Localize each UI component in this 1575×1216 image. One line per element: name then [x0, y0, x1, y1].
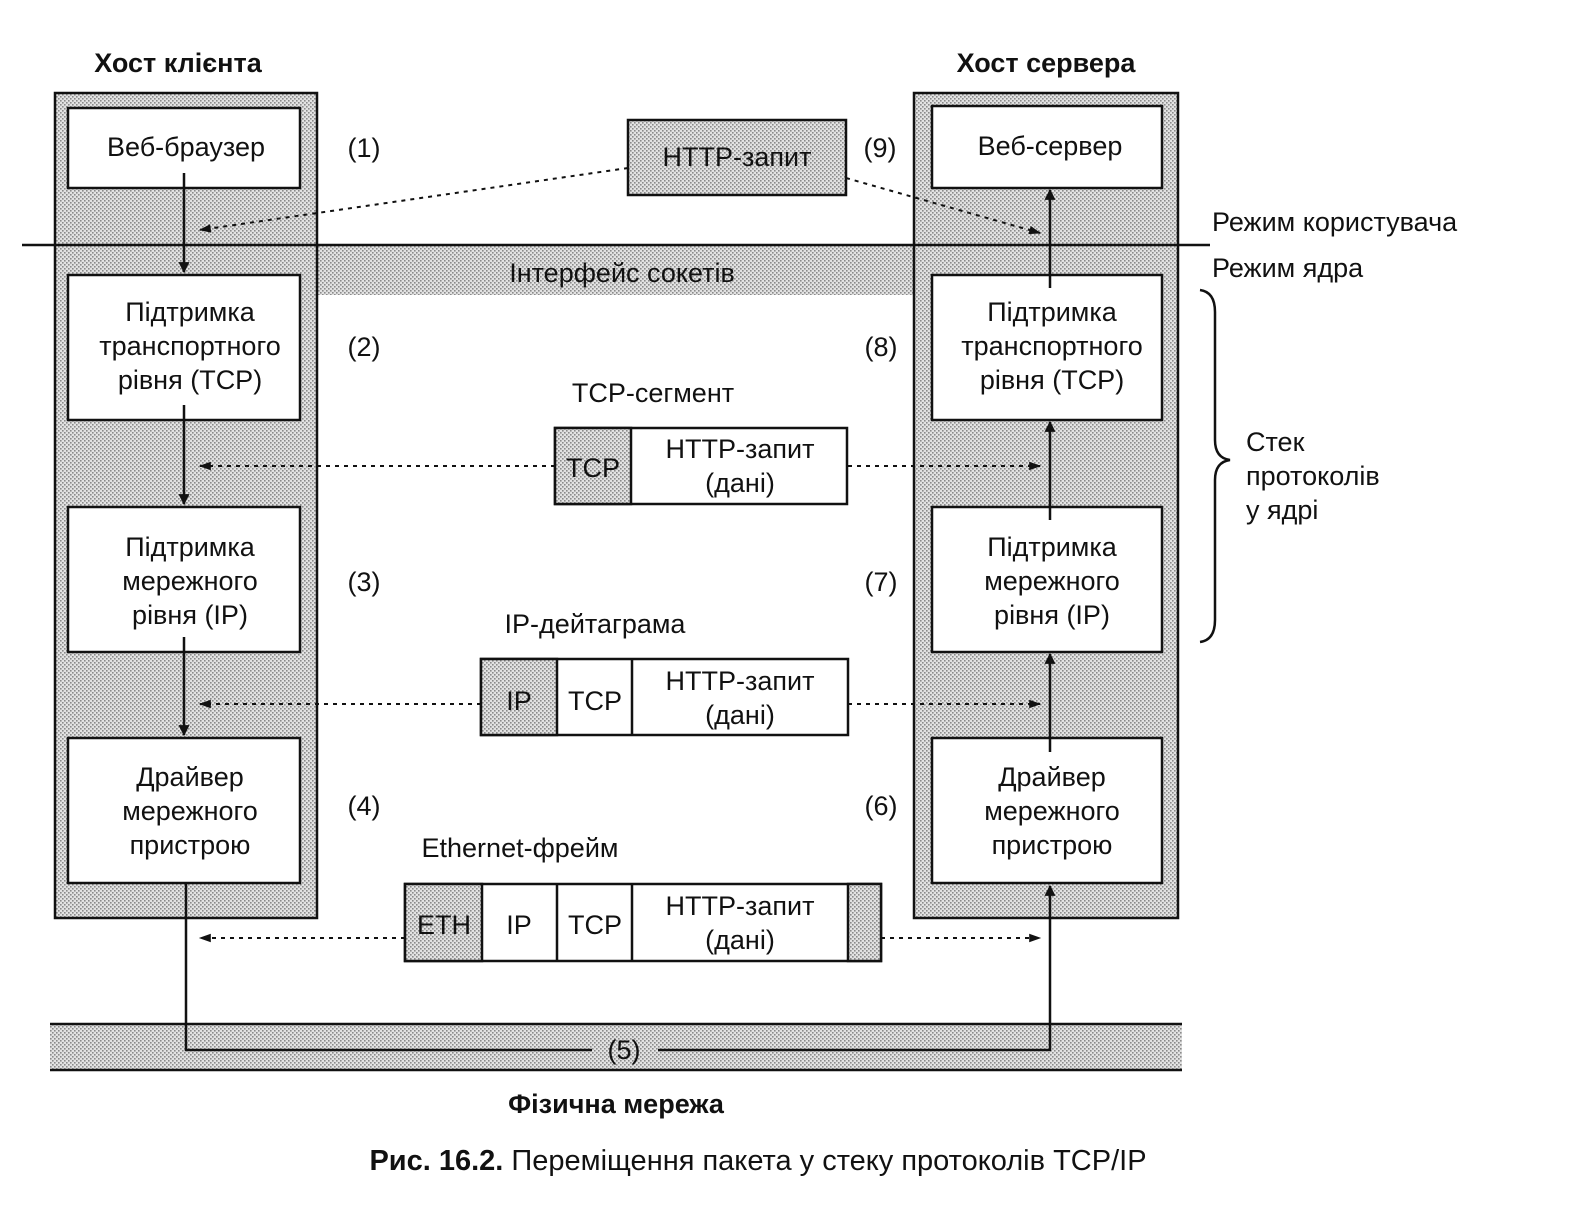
server-layer-transport: [930, 273, 1164, 422]
server-layer-network: [930, 505, 1164, 654]
server-layer-driver: [930, 736, 1164, 885]
ethernet-frame-trailer: [846, 882, 883, 963]
step-2: (2): [348, 332, 381, 362]
ip-datagram-tcp-label: TCP: [568, 686, 622, 716]
tcp-segment-header-label: TCP: [566, 453, 620, 483]
figure-caption: Рис. 16.2. Переміщення пакета у стеку пр…: [369, 1145, 1146, 1177]
client-layer-2-line-2: транспортного: [99, 331, 280, 361]
ip-datagram-payload-line-2: (дані): [705, 700, 775, 730]
caption-prefix: Рис. 16.2.: [369, 1145, 503, 1177]
tcp-segment-title: TCP-сегмент: [572, 378, 734, 408]
ip-datagram-ip-header: [479, 657, 559, 737]
step-1: (1): [348, 133, 381, 163]
server-layer-4-line-2: мережного: [984, 796, 1120, 826]
ip-datagram-ip-label: IP: [506, 686, 532, 716]
ethernet-frame-title: Ethernet-фрейм: [422, 833, 619, 863]
client-layer-4-line-1: Драйвер: [136, 762, 243, 792]
http-request-packet: [626, 118, 848, 197]
tcp-segment-header: [553, 426, 633, 506]
client-layer-3-line-3: рівня (IP): [132, 600, 248, 630]
ip-datagram-title: IP-дейтаграма: [505, 609, 687, 639]
client-layer-3-line-2: мережного: [122, 566, 258, 596]
step-3: (3): [348, 567, 381, 597]
tcp-segment-packet: [553, 426, 849, 506]
client-flow-arrows: [178, 173, 592, 1052]
server-layer-2-line-3: рівня (TCP): [980, 365, 1124, 395]
server-layer-2-line-2: транспортного: [961, 331, 1142, 361]
step-7: (7): [865, 567, 898, 597]
ethernet-frame-payload-line-2: (дані): [705, 925, 775, 955]
client-layer-driver: [66, 736, 302, 885]
step-8: (8): [865, 332, 898, 362]
server-layer-1-label: Веб-сервер: [978, 131, 1123, 161]
http-request-label: HTTP-запит: [663, 142, 812, 172]
server-flow-arrows: [658, 188, 1056, 1052]
kernel-band: [318, 245, 914, 295]
physical-network-band: [50, 1024, 1182, 1070]
step-5: (5): [608, 1035, 641, 1065]
tcp-segment-payload-line-1: HTTP-запит: [666, 434, 815, 464]
tcp-segment-payload-line-2: (дані): [705, 468, 775, 498]
ethernet-frame-payload-line-1: HTTP-запит: [666, 891, 815, 921]
client-layer-1-label: Веб-браузер: [107, 132, 265, 162]
step-6: (6): [865, 791, 898, 821]
kernel-stack-brace: [1199, 288, 1231, 644]
caption-text: Переміщення пакета у стеку протоколів TC…: [503, 1145, 1146, 1177]
step-9: (9): [864, 133, 897, 163]
client-layer-2-line-1: Підтримка: [125, 297, 256, 327]
client-layer-2-line-3: рівня (TCP): [118, 365, 262, 395]
stack-label-line-2: протоколів: [1246, 461, 1380, 491]
client-layer-4-line-2: мережного: [122, 796, 258, 826]
server-layer-3-line-3: рівня (IP): [994, 600, 1110, 630]
client-layer-4-line-3: пристрою: [130, 830, 251, 860]
socket-interface-label: Інтерфейс сокетів: [509, 258, 735, 288]
client-layers: [66, 106, 302, 885]
server-layers: [930, 104, 1164, 885]
server-layer-3-line-1: Підтримка: [987, 532, 1118, 562]
ethernet-frame-eth-label: ETH: [417, 910, 471, 940]
server-layer-4-line-3: пристрою: [992, 830, 1113, 860]
ethernet-frame-packet: [403, 882, 883, 963]
server-layer-2-line-1: Підтримка: [987, 297, 1118, 327]
stack-label-line-3: у ядрі: [1246, 495, 1318, 525]
client-layer-3-line-1: Підтримка: [125, 532, 256, 562]
user-mode-label: Режим користувача: [1212, 207, 1458, 237]
physical-network-label: Фізична мережа: [508, 1089, 725, 1119]
ethernet-frame-ip-label: IP: [506, 910, 532, 940]
ip-datagram-payload-line-1: HTTP-запит: [666, 666, 815, 696]
ethernet-frame-tcp-label: TCP: [568, 910, 622, 940]
kernel-mode-label: Режим ядра: [1212, 253, 1364, 283]
ip-datagram-packet: [479, 657, 850, 737]
server-host-title: Хост сервера: [957, 48, 1137, 78]
server-layer-web-server: [930, 104, 1164, 190]
stack-label-line-1: Стек: [1246, 427, 1305, 457]
ethernet-frame-eth-header: [403, 882, 484, 963]
packet-dotted-lines: [198, 167, 1042, 943]
server-layer-4-line-1: Драйвер: [998, 762, 1105, 792]
step-4: (4): [348, 791, 381, 821]
server-layer-3-line-2: мережного: [984, 566, 1120, 596]
client-host-title: Хост клієнта: [94, 48, 262, 78]
